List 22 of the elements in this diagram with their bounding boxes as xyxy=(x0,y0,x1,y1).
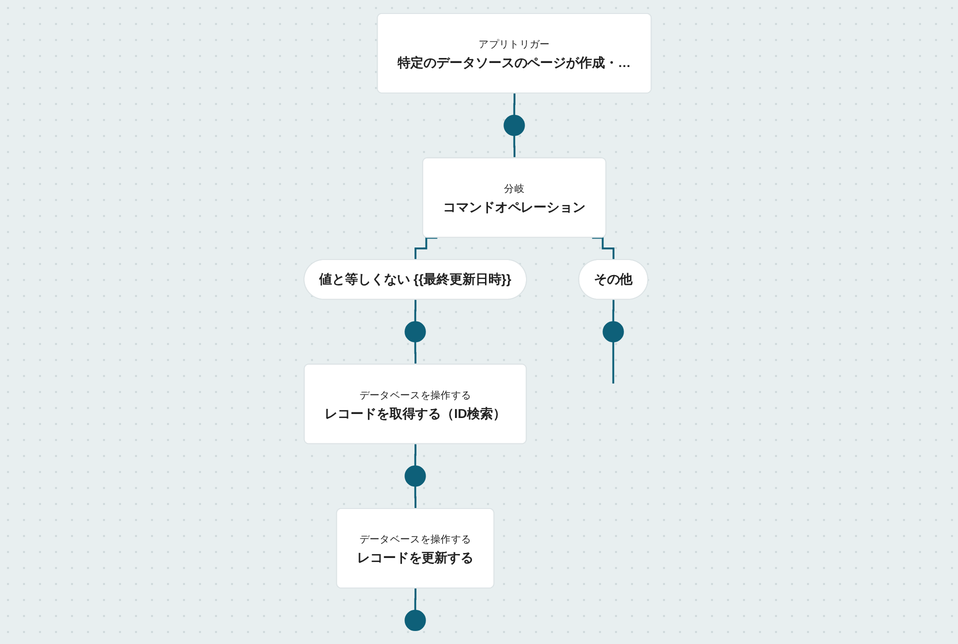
connector-dot xyxy=(602,321,624,342)
step-card: データベースを操作する レコードを取得する（ID検索） xyxy=(304,364,527,444)
connector-line xyxy=(592,236,615,261)
connector-dot xyxy=(404,610,426,632)
connector-dot xyxy=(404,321,426,342)
connector-line xyxy=(414,588,417,612)
connector-line xyxy=(612,340,614,384)
step-card: 分岐 コマンドオペレーション xyxy=(422,157,606,238)
connector-line xyxy=(414,443,417,467)
step-card: データベースを操作する レコードを更新する xyxy=(336,508,494,588)
connector-line xyxy=(414,236,438,261)
condition-label: その他 xyxy=(578,259,648,300)
connector-line xyxy=(414,485,417,510)
connector-line xyxy=(414,340,417,366)
connector-dot xyxy=(404,465,426,487)
connector-dot xyxy=(504,114,525,136)
connector-line xyxy=(612,298,615,322)
connector-line xyxy=(513,134,516,160)
connector-line xyxy=(414,298,417,322)
step-card: アプリトリガー 特定のデータソースのページが作成・… xyxy=(376,12,652,94)
connector-line xyxy=(513,92,516,116)
condition-label: 値と等しくない {{最終更新日時}} xyxy=(304,259,527,300)
